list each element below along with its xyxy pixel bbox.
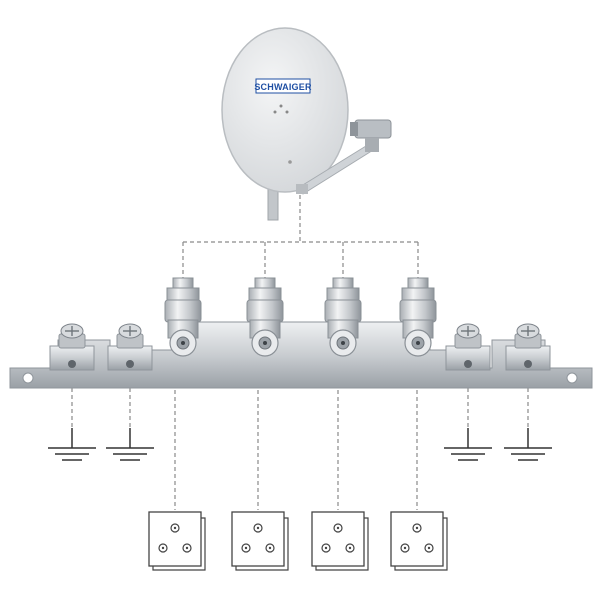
antenna-socket-icon — [390, 511, 448, 571]
antenna-socket-icon — [148, 511, 206, 571]
ground-symbol-icon — [444, 428, 492, 461]
ground-screw-terminal-icon — [107, 323, 153, 371]
ground-symbol-icon — [106, 428, 154, 461]
ground-symbol-icon — [504, 428, 552, 461]
f-connector-icon — [399, 277, 437, 357]
satellite-dish-icon: SCHWAIGER — [221, 27, 371, 221]
antenna-socket-icon — [311, 511, 369, 571]
f-connector-icon — [246, 277, 284, 357]
ground-screw-terminal-icon — [445, 323, 491, 371]
ground-screw-terminal-icon — [505, 323, 551, 371]
lnb-icon — [350, 119, 392, 152]
antenna-socket-icon — [231, 511, 289, 571]
f-connector-icon — [324, 277, 362, 357]
grounding-block — [9, 321, 593, 389]
ground-screw-terminal-icon — [49, 323, 95, 371]
ground-terminals — [49, 323, 551, 371]
cable-lines — [71, 195, 529, 510]
f-connector-icon — [164, 277, 202, 357]
f-connectors — [164, 277, 437, 357]
ground-symbols — [48, 428, 552, 461]
dish-brand-label: SCHWAIGER — [254, 82, 312, 92]
antenna-sockets — [148, 511, 448, 571]
ground-symbol-icon — [48, 428, 96, 461]
